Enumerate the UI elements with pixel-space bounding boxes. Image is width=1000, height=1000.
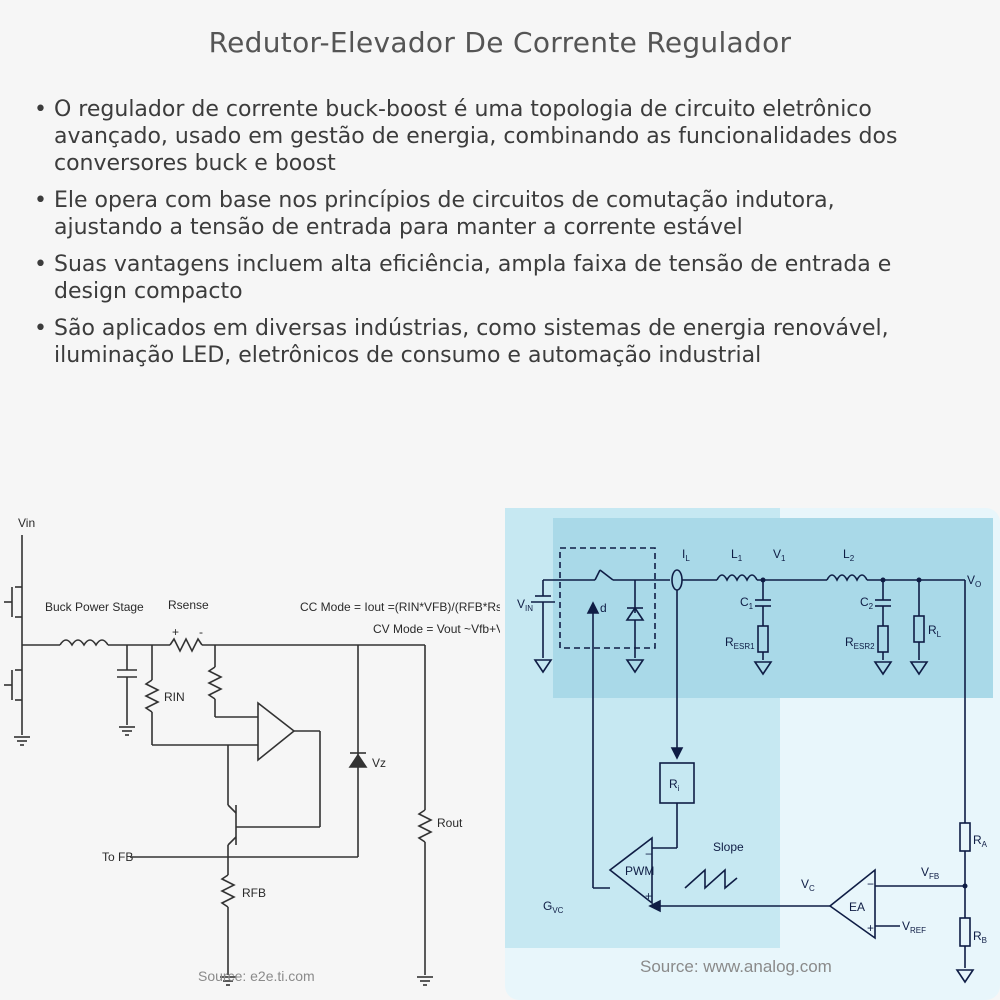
resr1-label: RESR1	[725, 635, 755, 651]
d-label: d	[600, 601, 607, 615]
c2-label: C2	[860, 595, 874, 611]
vref-label: VREF	[902, 919, 926, 935]
vin-label: Vin	[18, 516, 35, 530]
rout-label: Rout	[437, 816, 463, 830]
rsense-minus: -	[199, 625, 203, 639]
bullet-list: O regulador de corrente buck-boost é uma…	[30, 96, 910, 379]
cv-mode-formula: CV Mode = Vout ~Vfb+Vz	[373, 622, 500, 636]
right-source-label: Source: www.analog.com	[640, 957, 832, 976]
vo-label: VO	[967, 573, 981, 589]
ri-label: Ri	[669, 777, 680, 793]
l1-label: L1	[731, 547, 743, 563]
ea-label: EA	[849, 900, 865, 914]
slope-label: Slope	[713, 840, 744, 854]
rsense-plus: +	[172, 625, 179, 639]
rb-label: RB	[973, 929, 987, 945]
gvc-label: GVC	[543, 899, 564, 915]
il-label: IL	[682, 547, 690, 563]
v1-label: V1	[773, 547, 786, 563]
rl-label: RL	[928, 623, 942, 639]
bullet-item: São aplicados em diversas indústrias, co…	[30, 315, 910, 369]
l2-label: L2	[843, 547, 855, 563]
vfb-label: VFB	[921, 865, 939, 881]
pwm-label: PWM	[625, 864, 654, 878]
pwm-plus: +	[645, 889, 652, 903]
rin-label: RIN	[164, 690, 185, 704]
left-source-label: Source: e2e.ti.com	[198, 968, 315, 984]
rfb-label: RFB	[242, 886, 266, 900]
bullet-item: O regulador de corrente buck-boost é uma…	[30, 96, 910, 177]
ra-label: RA	[973, 833, 988, 849]
buck-stage-label: Buck Power Stage	[45, 600, 144, 614]
buck-boost-control-schematic: VIN d IL L1 V1 L2 VO C1 C2 RESR1 RESR2 R…	[505, 508, 1000, 1000]
c1-label: C1	[740, 595, 754, 611]
buck-current-regulator-schematic: Vin Buck Power Stage Rsense + - CC Mode …	[4, 516, 500, 986]
to-fb-label: To FB	[102, 850, 133, 864]
rsense-label: Rsense	[168, 598, 209, 612]
bullet-item: Suas vantagens incluem alta eficiência, …	[30, 251, 910, 305]
ea-minus: −	[867, 877, 874, 891]
pwm-minus: −	[645, 847, 652, 861]
resr2-label: RESR2	[845, 635, 875, 651]
bullet-item: Ele opera com base nos princípios de cir…	[30, 187, 910, 241]
ea-plus: +	[867, 921, 874, 935]
vz-label: Vz	[372, 756, 386, 770]
cc-mode-formula: CC Mode = Iout =(RIN*VFB)/(RFB*Rsense)	[300, 600, 500, 614]
vin-label: VIN	[517, 597, 533, 613]
page-title: Redutor-Elevador De Corrente Regulador	[208, 26, 792, 59]
vc-label: VC	[801, 877, 815, 893]
